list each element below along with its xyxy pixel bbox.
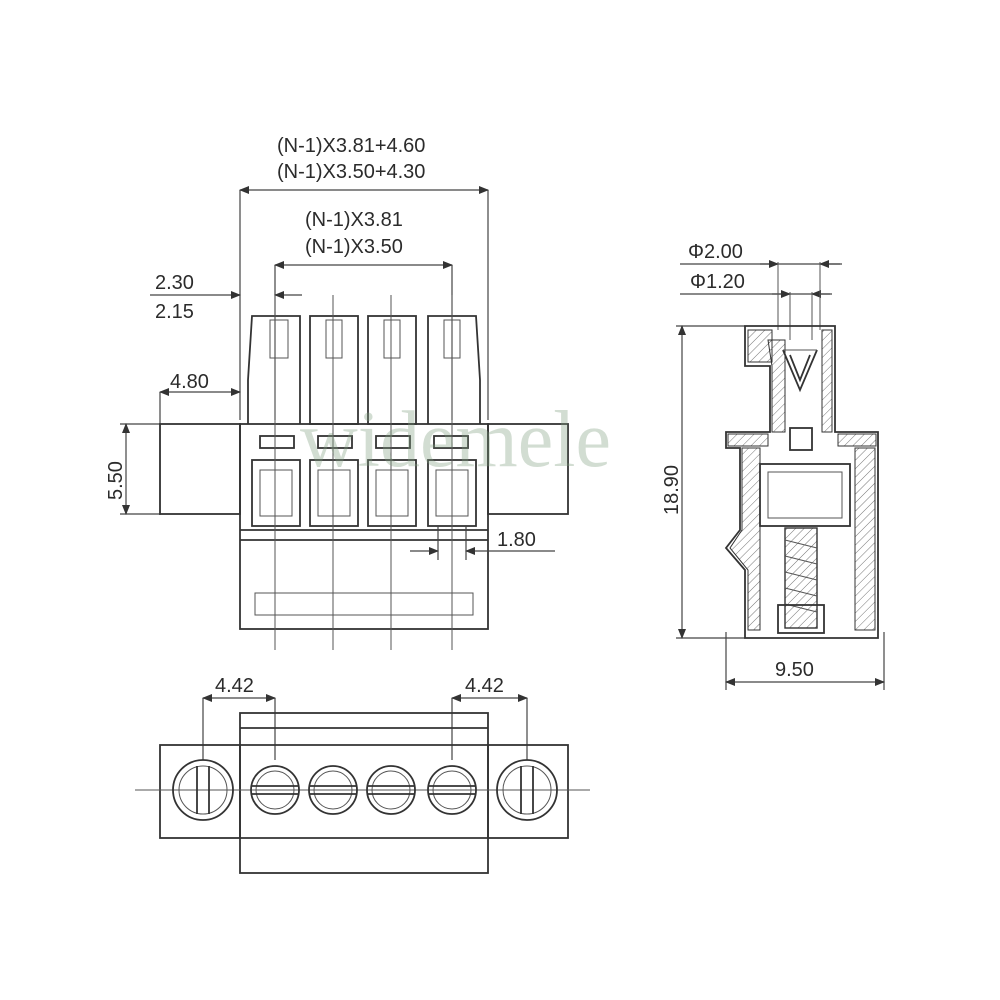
flange-height-label: 5.50: [105, 461, 127, 500]
pitch-label-b: (N-1)X3.50: [305, 236, 403, 258]
right-offset-label: 4.42: [465, 675, 504, 697]
watermark: widemele: [300, 396, 611, 484]
flange-screws: [172, 759, 558, 821]
inner-diameter-label: Φ1.20: [690, 271, 745, 293]
height-label: 18.90: [661, 465, 683, 515]
front-view: (N-1)X3.81+4.60 (N-1)X3.50+4.30 (N-1)X3.…: [105, 135, 569, 650]
pitch-label-a: (N-1)X3.81: [305, 209, 403, 231]
outer-diameter-label: Φ2.00: [688, 241, 743, 263]
edge-offset-label-a: 2.30: [155, 272, 194, 294]
left-offset-label: 4.42: [215, 675, 254, 697]
terminal-screws: [250, 765, 477, 815]
side-view: Φ2.00 Φ1.20 18.90: [661, 241, 885, 690]
indicator-windows: [259, 435, 469, 449]
top-clamps: [247, 315, 481, 425]
opening-width-label: 1.80: [497, 529, 536, 551]
edge-offset-label-b: 2.15: [155, 301, 194, 323]
overall-width-label-b: (N-1)X3.50+4.30: [277, 161, 425, 183]
pin-centerlines: [274, 295, 453, 650]
bottom-view: 4.42 4.42: [135, 675, 590, 874]
overall-width-label-a: (N-1)X3.81+4.60: [277, 135, 425, 157]
flange-width-label: 4.80: [170, 371, 209, 393]
depth-label: 9.50: [775, 659, 814, 681]
